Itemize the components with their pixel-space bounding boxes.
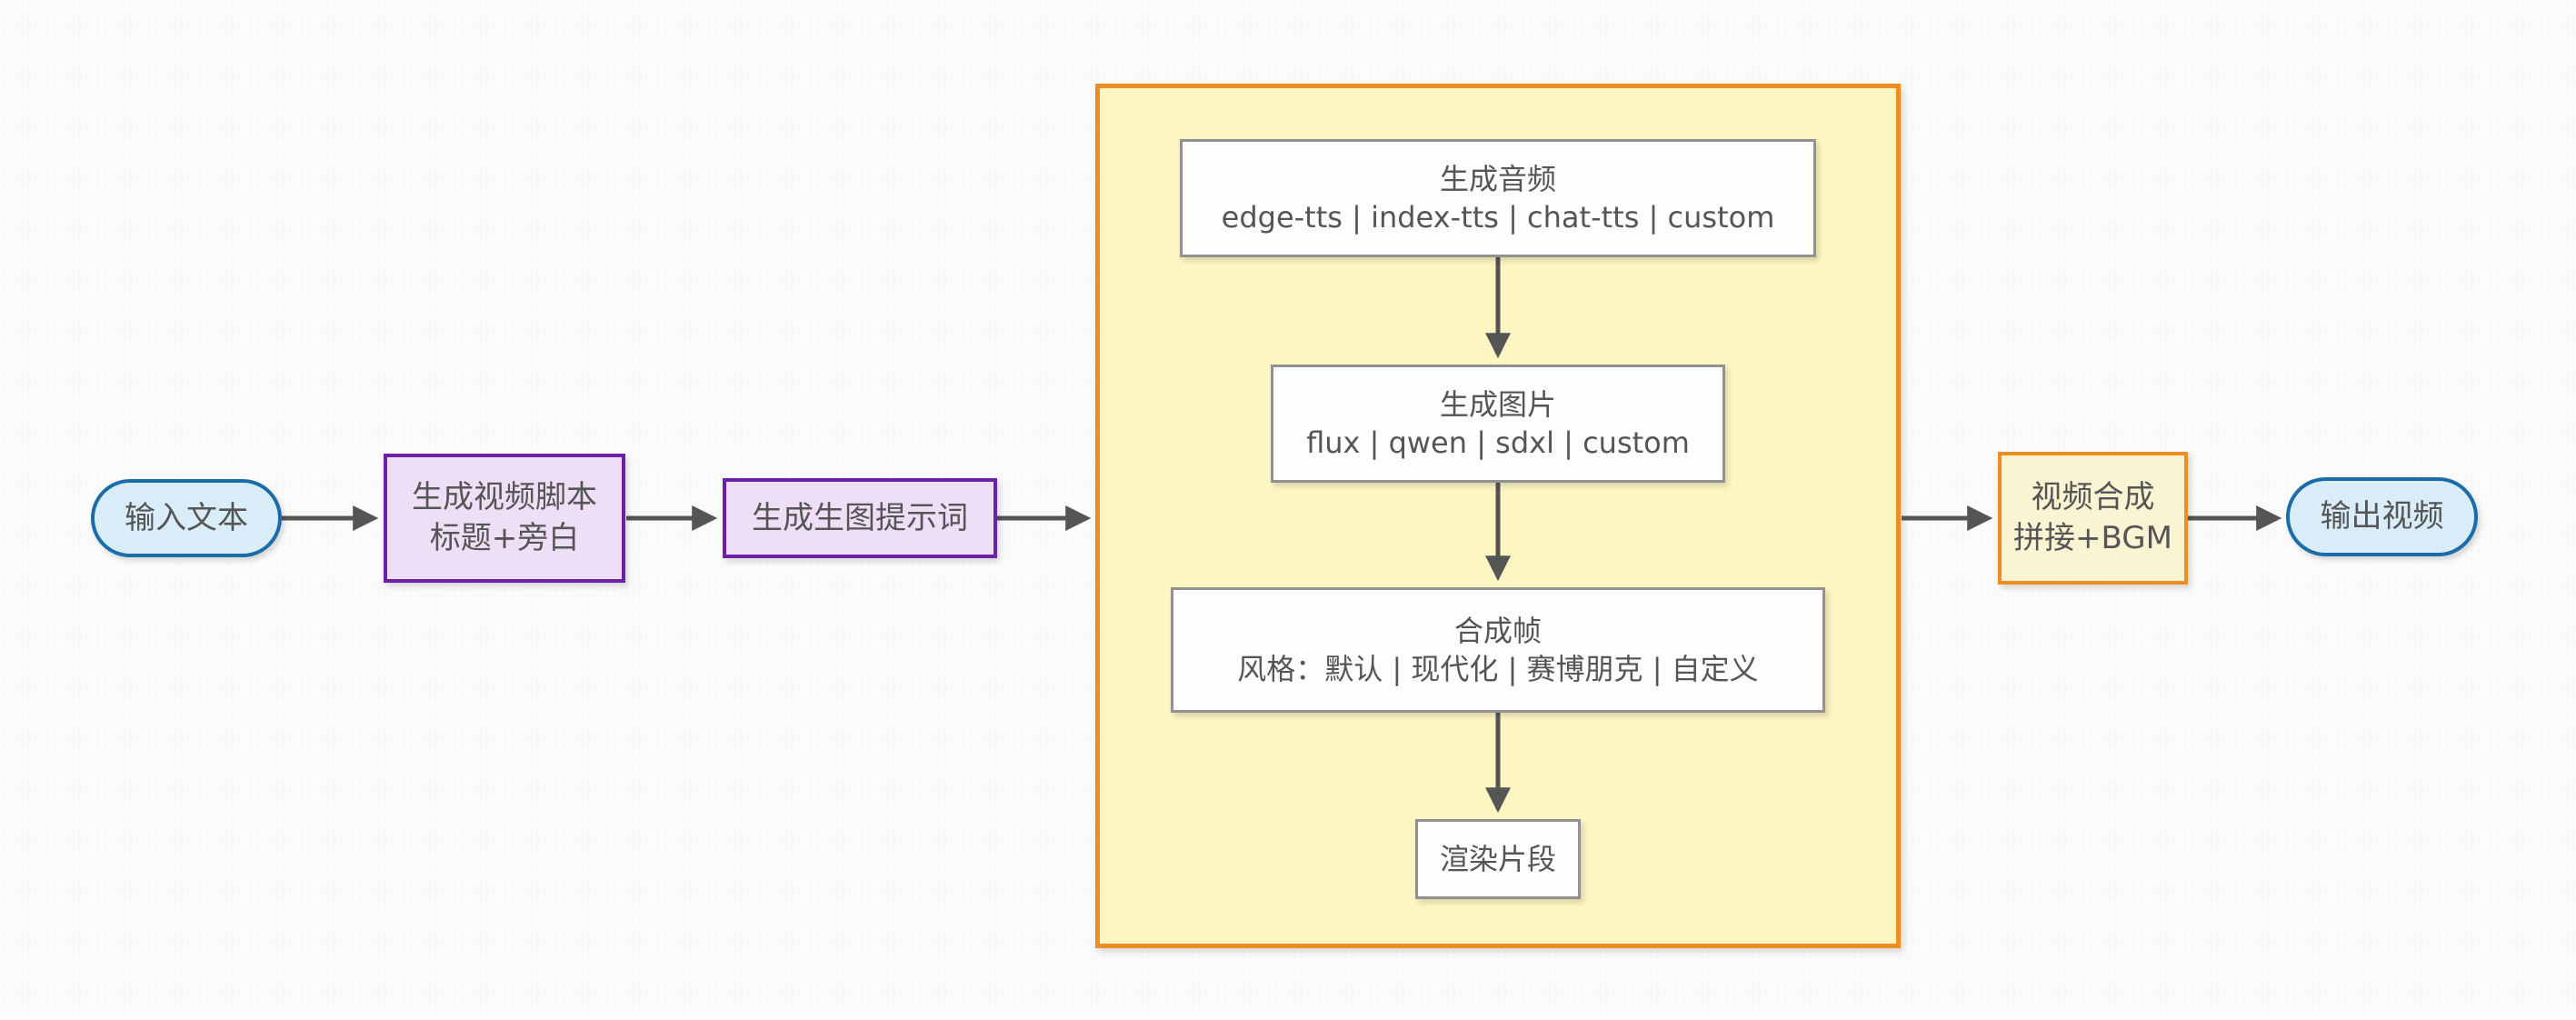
- node-generate-image-title: 生成图片: [1439, 386, 1556, 422]
- node-video-compose-subtitle: 拼接+BGM: [2013, 520, 2172, 556]
- node-generate-image: 生成图片 flux | qwen | sdxl | custom: [1271, 365, 1725, 483]
- node-output-video-label: 输出视频: [2320, 498, 2444, 535]
- node-generate-image-models: flux | qwen | sdxl | custom: [1306, 425, 1690, 460]
- node-video-compose: 视频合成 拼接+BGM: [1998, 452, 2188, 585]
- node-generate-script-subtitle: 标题+旁白: [429, 520, 580, 556]
- node-generate-image-prompt-label: 生成生图提示词: [752, 499, 968, 536]
- node-generate-audio-engines: edge-tts | index-tts | chat-tts | custom: [1221, 200, 1775, 235]
- node-generate-audio: 生成音频 edge-tts | index-tts | chat-tts | c…: [1180, 139, 1816, 257]
- node-input-text-label: 输入文本: [125, 499, 248, 536]
- node-generate-script: 生成视频脚本 标题+旁白: [384, 454, 625, 583]
- node-render-clips: 渲染片段: [1415, 819, 1581, 899]
- node-generate-script-title: 生成视频脚本: [412, 479, 597, 516]
- node-compose-frames-styles: 风格：默认 | 现代化 | 赛博朋克 | 自定义: [1237, 652, 1759, 686]
- node-generate-image-prompt: 生成生图提示词: [723, 478, 997, 558]
- node-video-compose-title: 视频合成: [2031, 479, 2155, 516]
- node-generate-audio-title: 生成音频: [1439, 161, 1556, 196]
- node-render-clips-label: 渲染片段: [1439, 841, 1556, 876]
- node-input-text: 输入文本: [91, 479, 282, 557]
- node-compose-frames-title: 合成帧: [1453, 613, 1542, 648]
- node-output-video: 输出视频: [2286, 477, 2478, 556]
- node-compose-frames: 合成帧 风格：默认 | 现代化 | 赛博朋克 | 自定义: [1171, 587, 1825, 713]
